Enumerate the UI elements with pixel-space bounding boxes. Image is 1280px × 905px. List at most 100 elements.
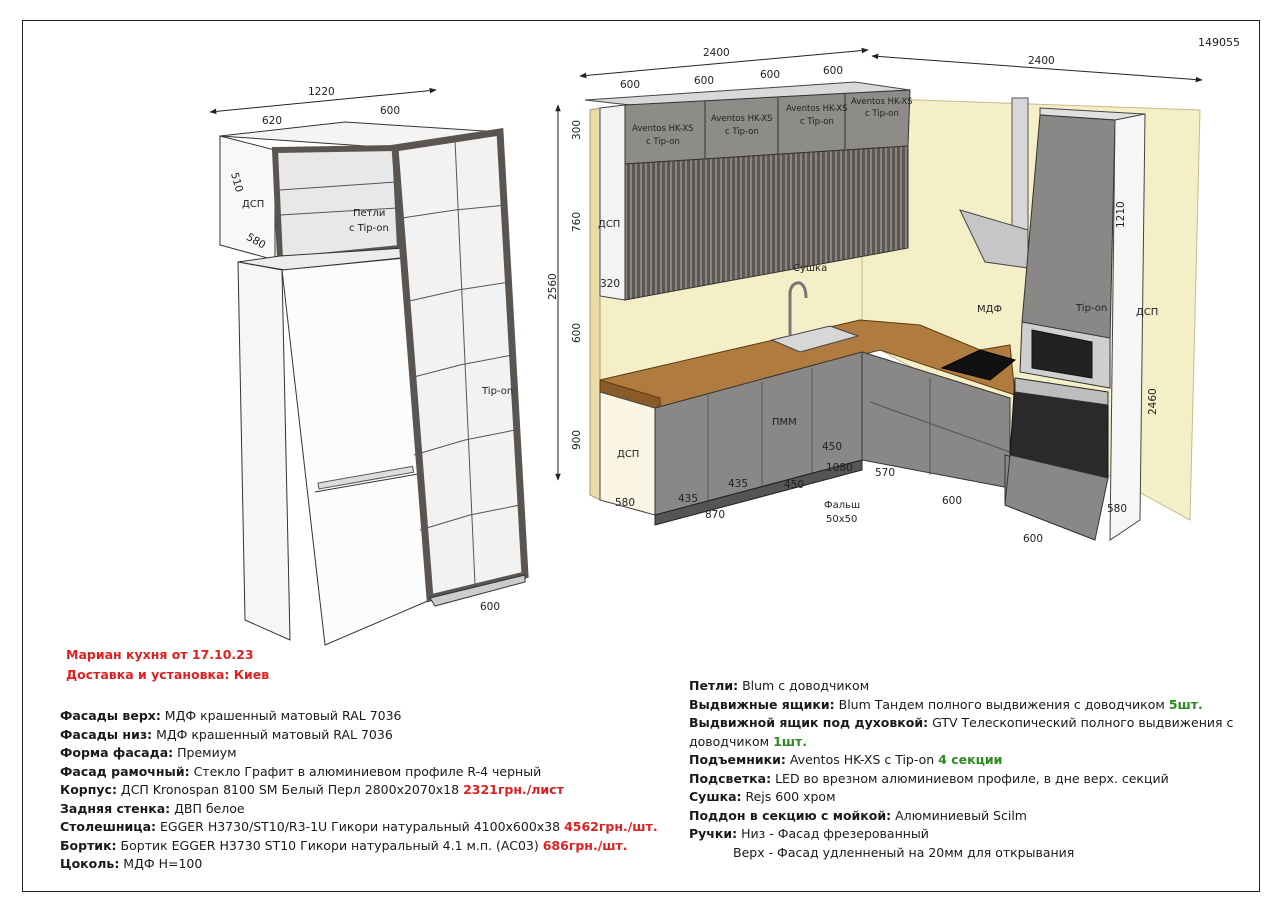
spec-value: МДФ крашенный матовый RAL 7036 xyxy=(152,726,393,742)
svg-text:2560: 2560 xyxy=(547,273,559,300)
spec-value: ДСП Kronospan 8100 SM Белый Перл 2800x20… xyxy=(116,782,464,797)
svg-text:с Tip-on: с Tip-on xyxy=(865,109,899,119)
svg-text:870: 870 xyxy=(705,509,725,521)
svg-text:600: 600 xyxy=(694,75,714,87)
svg-text:300: 300 xyxy=(571,120,583,140)
spec-row: Цоколь: МДФ H=100 xyxy=(60,855,658,874)
svg-text:450: 450 xyxy=(822,441,842,453)
spec-row: Подсветка: LED во врезном алюминиевом пр… xyxy=(689,770,1233,789)
spec-value: Blum Тандем полного выдвижения с доводчи… xyxy=(834,696,1169,712)
spec-price: 2321грн./лист xyxy=(463,782,564,797)
spec-value: Верх - Фасад удленненый на 20мм для откр… xyxy=(733,844,1075,860)
spec-key: Столешница: xyxy=(60,819,157,834)
svg-text:600: 600 xyxy=(571,323,583,343)
spec-key: Ручки: xyxy=(689,826,738,841)
svg-text:с Tip-on: с Tip-on xyxy=(646,137,680,147)
drawing-frame xyxy=(22,20,1260,892)
svg-text:600: 600 xyxy=(823,65,843,77)
spec-value: МДФ H=100 xyxy=(119,856,203,871)
svg-text:ПММ: ПММ xyxy=(772,417,797,428)
spec-price: 4562грн./шт. xyxy=(564,819,658,834)
svg-text:510: 510 xyxy=(228,171,245,193)
svg-text:580: 580 xyxy=(1107,503,1127,515)
svg-text:435: 435 xyxy=(728,478,748,490)
spec-row: Бортик: Бортик EGGER H3730 ST10 Гикори н… xyxy=(60,837,658,856)
svg-text:Aventos HK-XS: Aventos HK-XS xyxy=(786,104,848,114)
spec-key: Поддон в секцию с мойкой: xyxy=(689,807,892,823)
svg-text:Tip-on: Tip-on xyxy=(481,386,513,397)
spec-row: Подъемники: Aventos HK-XS с Tip-on 4 сек… xyxy=(689,751,1233,770)
spec-value: Aventos HK-XS с Tip-on xyxy=(785,752,939,767)
svg-text:ДСП: ДСП xyxy=(617,449,639,460)
spec-row: Корпус: ДСП Kronospan 8100 SM Белый Перл… xyxy=(60,781,658,800)
spec-row: Поддон в секцию с мойкой: Алюминиевый Sc… xyxy=(689,807,1233,826)
svg-text:Aventos HK-XS: Aventos HK-XS xyxy=(711,114,773,124)
spec-key: Фасад рамочный: xyxy=(60,763,190,779)
svg-text:600: 600 xyxy=(942,495,962,507)
spec-row: Сушка: Rejs 600 хром xyxy=(689,788,1233,807)
svg-text:МДФ: МДФ xyxy=(977,304,1002,315)
specs-left: Фасады верх: МДФ крашенный матовый RAL 7… xyxy=(60,707,658,874)
spec-key: Корпус: xyxy=(60,782,117,797)
spec-row: Верх - Фасад удленненый на 20мм для откр… xyxy=(689,844,1233,863)
spec-value: Blum с доводчиком xyxy=(738,678,870,693)
svg-text:1220: 1220 xyxy=(308,86,335,98)
order-delivery: Доставка и установка: Киев xyxy=(66,667,270,682)
svg-text:Сушка: Сушка xyxy=(793,263,827,274)
spec-key: Подсветка: xyxy=(689,770,772,786)
svg-text:ДСП: ДСП xyxy=(598,219,620,230)
spec-row: Форма фасада: Премиум xyxy=(60,744,658,763)
svg-text:2400: 2400 xyxy=(703,47,730,59)
kitchen-dimensions: 2400 2400 600 600 600 600 2560 300 760 6… xyxy=(547,47,1203,545)
spec-row: Ручки: Низ - Фасад фрезерованный xyxy=(689,825,1233,844)
spec-row: доводчиком 1шт. xyxy=(689,733,1233,752)
svg-text:ДСП: ДСП xyxy=(1136,307,1158,318)
spec-key: Выдвижные ящики: xyxy=(689,696,835,712)
spec-key: Подъемники: xyxy=(689,752,786,767)
spec-row: Фасад рамочный: Стекло Графит в алюминие… xyxy=(60,763,658,782)
spec-key: Бортик: xyxy=(60,837,117,853)
order-header: Мариан кухня от 17.10.23 Доставка и уста… xyxy=(66,645,269,685)
spec-key: Выдвижной ящик под духовкой: xyxy=(689,715,929,730)
spec-row: Задняя стенка: ДВП белое xyxy=(60,800,658,819)
svg-text:с Tip-on: с Tip-on xyxy=(800,117,834,127)
spec-row: Столешница: EGGER H3730/ST10/R3-1U Гикор… xyxy=(60,818,658,837)
svg-text:600: 600 xyxy=(760,69,780,81)
spec-value: Алюминиевый Scilm xyxy=(891,807,1027,823)
spec-value: Стекло Графит в алюминиевом профиле R-4 … xyxy=(189,763,542,779)
svg-text:600: 600 xyxy=(620,79,640,91)
spec-value: Бортик EGGER H3730 ST10 Гикори натуральн… xyxy=(116,837,543,853)
kitchen-corner xyxy=(584,81,1201,541)
svg-text:2400: 2400 xyxy=(1028,55,1055,67)
spec-key: Цоколь: xyxy=(60,856,120,871)
spec-key: Фасады верх: xyxy=(60,708,161,723)
svg-text:ДСП: ДСП xyxy=(242,199,264,210)
svg-text:600: 600 xyxy=(380,105,400,117)
spec-value: ДВП белое xyxy=(170,800,245,816)
svg-text:Tip-on: Tip-on xyxy=(1075,303,1107,314)
svg-text:600: 600 xyxy=(480,601,500,613)
document-number: 149055 xyxy=(1198,36,1240,49)
svg-text:570: 570 xyxy=(875,467,895,479)
spec-row: Выдвижной ящик под духовкой: GTV Телеско… xyxy=(689,714,1233,733)
svg-text:Aventos HK-XS: Aventos HK-XS xyxy=(632,124,694,134)
svg-text:320: 320 xyxy=(600,278,620,290)
spec-row: Выдвижные ящики: Blum Тандем полного выд… xyxy=(689,696,1233,715)
spec-value: Rejs 600 хром xyxy=(741,789,836,804)
svg-text:с Tip-on: с Tip-on xyxy=(349,223,389,234)
spec-quantity: 5шт. xyxy=(1168,696,1203,712)
spec-key: Сушка: xyxy=(689,789,742,804)
spec-quantity: 4 секции xyxy=(938,752,1003,767)
spec-value: Низ - Фасад фрезерованный xyxy=(737,826,929,841)
spec-value: МДФ крашенный матовый RAL 7036 xyxy=(160,708,402,723)
svg-text:435: 435 xyxy=(678,493,698,505)
spec-row: Петли: Blum с доводчиком xyxy=(689,677,1233,696)
spec-row: Фасады верх: МДФ крашенный матовый RAL 7… xyxy=(60,707,658,726)
svg-text:580: 580 xyxy=(615,497,635,509)
spec-value: LED во врезном алюминиевом профиле, в дн… xyxy=(771,770,1169,786)
spec-value: доводчиком xyxy=(689,733,774,749)
spec-quantity: 1шт. xyxy=(773,733,808,749)
spec-price: 686грн./шт. xyxy=(542,837,628,853)
